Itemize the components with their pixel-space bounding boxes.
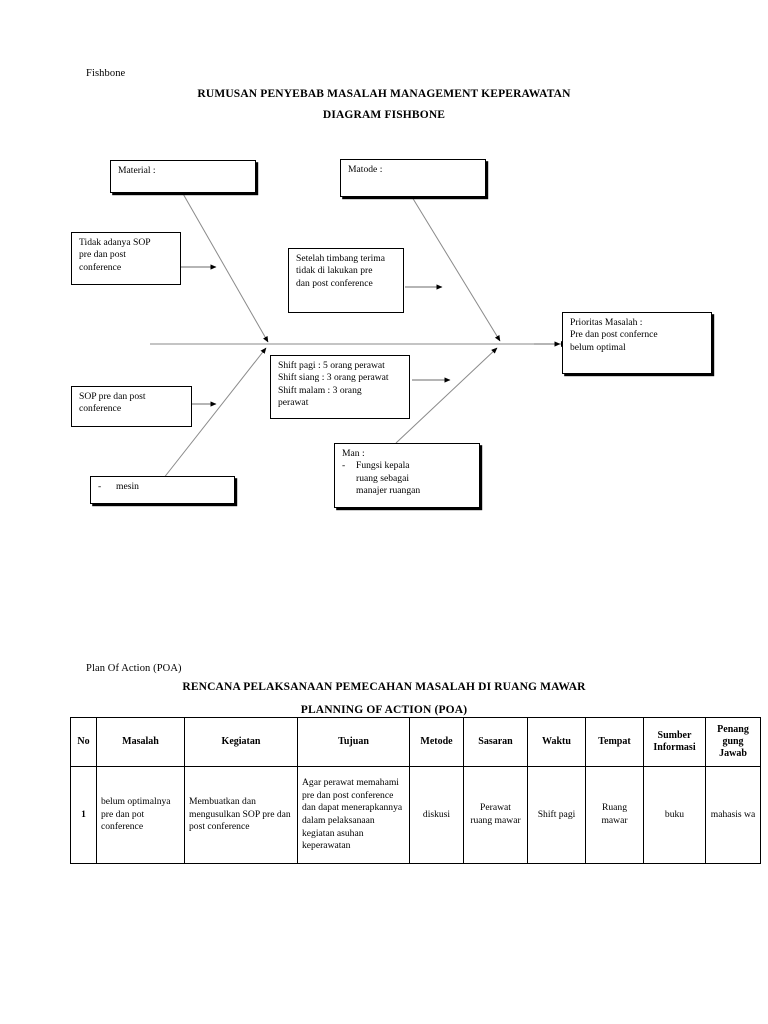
bullet-dash: - xyxy=(342,460,346,472)
cell-tujuan: Agar perawat memahami pre dan post confe… xyxy=(297,766,410,864)
column-header-masalah: Masalah xyxy=(96,717,185,767)
column-header-penanggung-jawab: Penang gung Jawab xyxy=(705,717,761,767)
cause-line: pre dan post xyxy=(79,249,126,261)
category-man-label: Man : xyxy=(342,448,365,459)
column-header-waktu: Waktu xyxy=(527,717,586,767)
column-header-tujuan: Tujuan xyxy=(297,717,410,767)
fishbone-cause-setelah-timbang-terima: Setelah timbang terima tidak di lakukan … xyxy=(288,248,404,313)
fishbone-category-matode: Matode : xyxy=(340,159,486,197)
cause-line: Tidak adanya SOP xyxy=(79,237,151,248)
poa-table: No Masalah Kegiatan Tujuan Metode Sasara… xyxy=(70,717,761,864)
cell-tempat: Ruang mawar xyxy=(585,766,644,864)
fishbone-category-man: Man : - Fungsi kepala ruang sebagai mana… xyxy=(334,443,480,508)
bone-matode xyxy=(411,196,501,342)
cell-kegiatan: Membuatkan dan mengusulkan SOP pre dan p… xyxy=(184,766,298,864)
column-header-kegiatan: Kegiatan xyxy=(184,717,298,767)
cell-sumber-informasi: buku xyxy=(643,766,706,864)
column-header-sasaran: Sasaran xyxy=(463,717,528,767)
cause-line: Shift siang : 3 orang perawat xyxy=(278,372,389,384)
cell-sasaran: Perawat ruang mawar xyxy=(463,766,528,864)
fishbone-cause-shift: Shift pagi : 5 orang perawat Shift siang… xyxy=(270,355,410,419)
column-header-metode: Metode xyxy=(409,717,464,767)
cell-penanggung-jawab: mahasis wa xyxy=(705,766,761,864)
effect-line: belum optimal xyxy=(570,341,626,353)
cause-line: Setelah timbang terima xyxy=(296,253,385,264)
table-row: 1 belum optimalnya pre dan pot conferenc… xyxy=(70,766,761,864)
fishbone-category-material: Material : xyxy=(110,160,256,193)
fishbone-title-line1: RUMUSAN PENYEBAB MASALAH MANAGEMENT KEPE… xyxy=(197,88,571,100)
bullet-dash: - xyxy=(98,481,102,492)
effect-line: Prioritas Masalah : xyxy=(570,317,643,328)
cell-waktu: Shift pagi xyxy=(527,766,586,864)
man-item-line: Fungsi kepala xyxy=(356,460,410,472)
fishbone-cause-mesin: - mesin xyxy=(90,476,235,504)
man-item-line: ruang sebagai xyxy=(356,472,410,484)
table-header-row: No Masalah Kegiatan Tujuan Metode Sasara… xyxy=(70,717,761,767)
cell-no: 1 xyxy=(70,766,97,864)
cause-line: Shift pagi : 5 orang perawat xyxy=(278,360,385,371)
column-header-tempat: Tempat xyxy=(585,717,644,767)
cause-line: conference xyxy=(79,261,122,273)
column-header-sumber-informasi: Sumber Informasi xyxy=(643,717,706,767)
bone-man xyxy=(395,347,498,444)
fishbone-title-line2: DIAGRAM FISHBONE xyxy=(322,109,446,121)
fishbone-cause-tidak-adanya-sop: Tidak adanya SOP pre dan post conference xyxy=(71,232,181,285)
column-header-no: No xyxy=(70,717,97,767)
fishbone-cause-sop-pre-dan-post: SOP pre dan post conference xyxy=(71,386,192,427)
fishbone-effect-prioritas-masalah: Prioritas Masalah : Pre dan post confern… xyxy=(562,312,712,374)
poa-title-line2: PLANNING OF ACTION (POA) xyxy=(300,704,468,716)
cause-line: conference xyxy=(79,403,122,415)
cause-line: mesin xyxy=(116,481,139,492)
poa-title-line1: RENCANA PELAKSANAAN PEMECAHAN MASALAH DI… xyxy=(182,681,586,693)
cell-masalah: belum optimalnya pre dan pot conference xyxy=(96,766,185,864)
poa-table-wrapper: No Masalah Kegiatan Tujuan Metode Sasara… xyxy=(70,717,761,864)
cell-metode: diskusi xyxy=(409,766,464,864)
cause-line: Shift malam : 3 orang xyxy=(278,384,362,396)
category-material-label: Material : xyxy=(118,165,156,176)
bone-material xyxy=(181,191,269,343)
cause-line: SOP pre dan post xyxy=(79,391,146,402)
cause-line: perawat xyxy=(278,397,309,409)
effect-line: Pre dan post confernce xyxy=(570,329,658,341)
cause-line: dan post conference xyxy=(296,277,373,289)
cause-line: tidak di lakukan pre xyxy=(296,265,373,277)
poa-section-label: Plan Of Action (POA) xyxy=(86,663,182,674)
man-item-line: manajer ruangan xyxy=(356,485,421,497)
category-matode-label: Matode : xyxy=(348,164,383,175)
fishbone-section-label: Fishbone xyxy=(86,68,126,79)
